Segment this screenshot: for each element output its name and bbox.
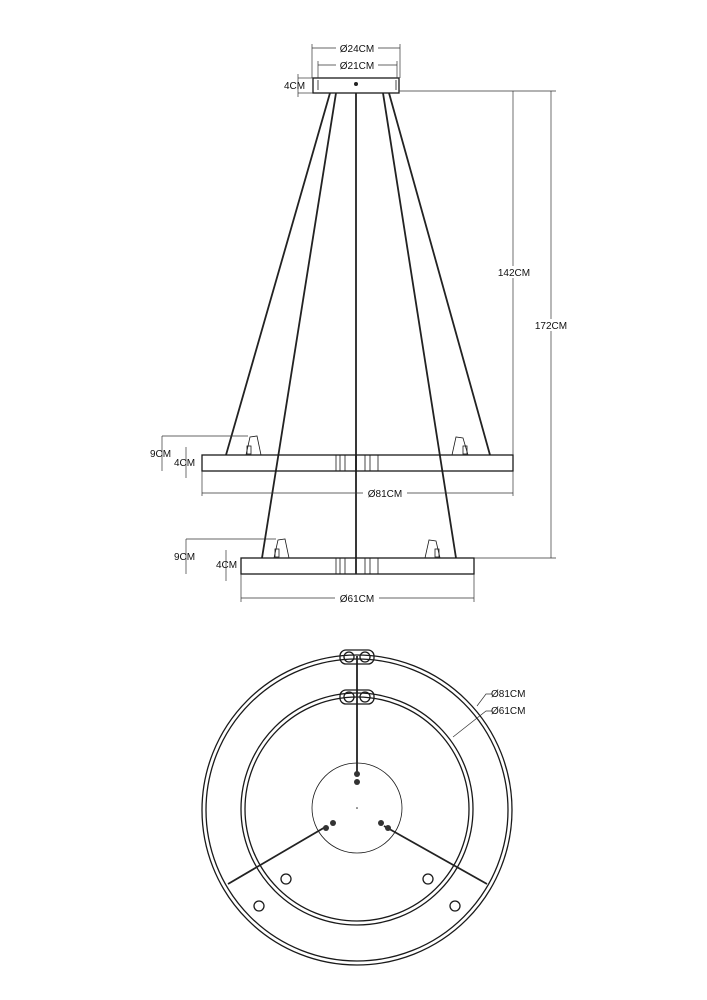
side-view: Ø24CM Ø21CM 4CM [150,42,571,605]
lower-spot-height-label: 9CM [174,552,195,563]
lower-ring [240,538,475,575]
suspension-length-dimension: 142CM [494,91,534,455]
total-height-dimension: 172CM [531,91,571,558]
total-height-label: 172CM [535,321,567,332]
top-connectors [339,649,375,705]
top-view: Ø81CM Ø61CM [201,649,525,966]
upper-ring-dimensions: 9CM 4CM Ø81CM [150,435,514,500]
inner-ring-diameter-label: Ø61CM [491,706,525,717]
lower-ring-dimensions: 9CM 4CM Ø61CM [174,538,556,605]
canopy-inner-diameter-label: Ø21CM [340,61,374,72]
canopy-inner-dimension: Ø21CM [317,59,398,78]
outer-ring-diameter-label: Ø81CM [491,689,525,700]
upper-spot-height-label: 9CM [150,449,171,460]
suspension-length-label: 142CM [498,268,530,279]
canopy-height-dimension: 4CM [284,74,313,97]
canopy-height-label: 4CM [284,81,305,92]
upper-ring-diameter-label: Ø81CM [368,489,402,500]
upper-ring-height-label: 4CM [174,458,195,469]
spotlights [253,873,461,912]
lower-ring-height-label: 4CM [216,560,237,571]
canopy-outer-diameter-label: Ø24CM [340,44,374,55]
outer-ring [201,654,513,966]
lower-ring-diameter-label: Ø61CM [340,594,374,605]
upper-ring [201,435,514,472]
canopy-outer-dimension: Ø24CM [311,42,401,78]
